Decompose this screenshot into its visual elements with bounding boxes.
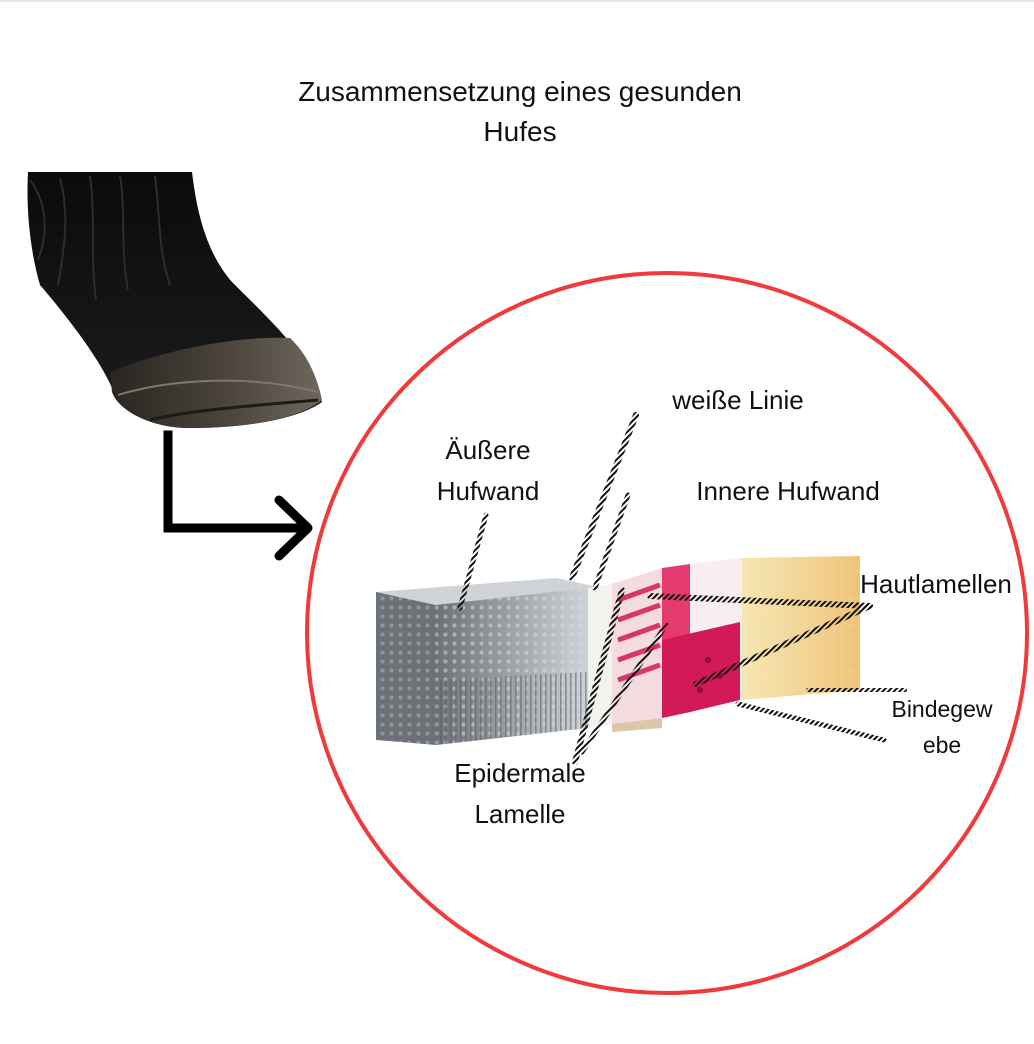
label-hautlamellen: Hautlamellen — [860, 569, 1012, 599]
label-weisse-linie: weiße Linie — [672, 385, 804, 415]
leader-epidermale-1 — [572, 587, 625, 765]
diagram-title-line-2: Hufes — [483, 116, 557, 147]
label-aeussere-line-1: Äußere — [445, 435, 531, 465]
label-aeussere-line-2: Hufwand — [436, 476, 540, 506]
leader-lines — [457, 412, 907, 765]
leader-aeussere-hufwand — [457, 512, 489, 611]
leader-hautlamellen-2 — [693, 603, 873, 687]
top-border — [0, 0, 1034, 2]
leader-innere-hufwand — [592, 492, 631, 591]
hoof-wall-cross-section — [376, 556, 860, 745]
leader-weisse-linie — [569, 412, 639, 581]
label-innere-hufwand: Innere Hufwand — [696, 476, 880, 506]
horse-leg-illustration — [27, 172, 322, 428]
label-bindegewebe-line-1: Bindegew — [891, 696, 993, 722]
leader-epidermale-2 — [579, 622, 669, 755]
leader-bindegewebe-2 — [735, 701, 887, 743]
label-epidermale-line-1: Epidermale — [454, 758, 586, 788]
diagram-title-line-1: Zusammensetzung eines gesunden — [298, 76, 742, 107]
label-epidermale-line-2: Lamelle — [474, 799, 566, 829]
pointer-arrow — [163, 430, 313, 561]
label-bindegewebe-line-2: ebe — [922, 732, 962, 758]
leader-hautlamellen-1 — [647, 593, 873, 609]
